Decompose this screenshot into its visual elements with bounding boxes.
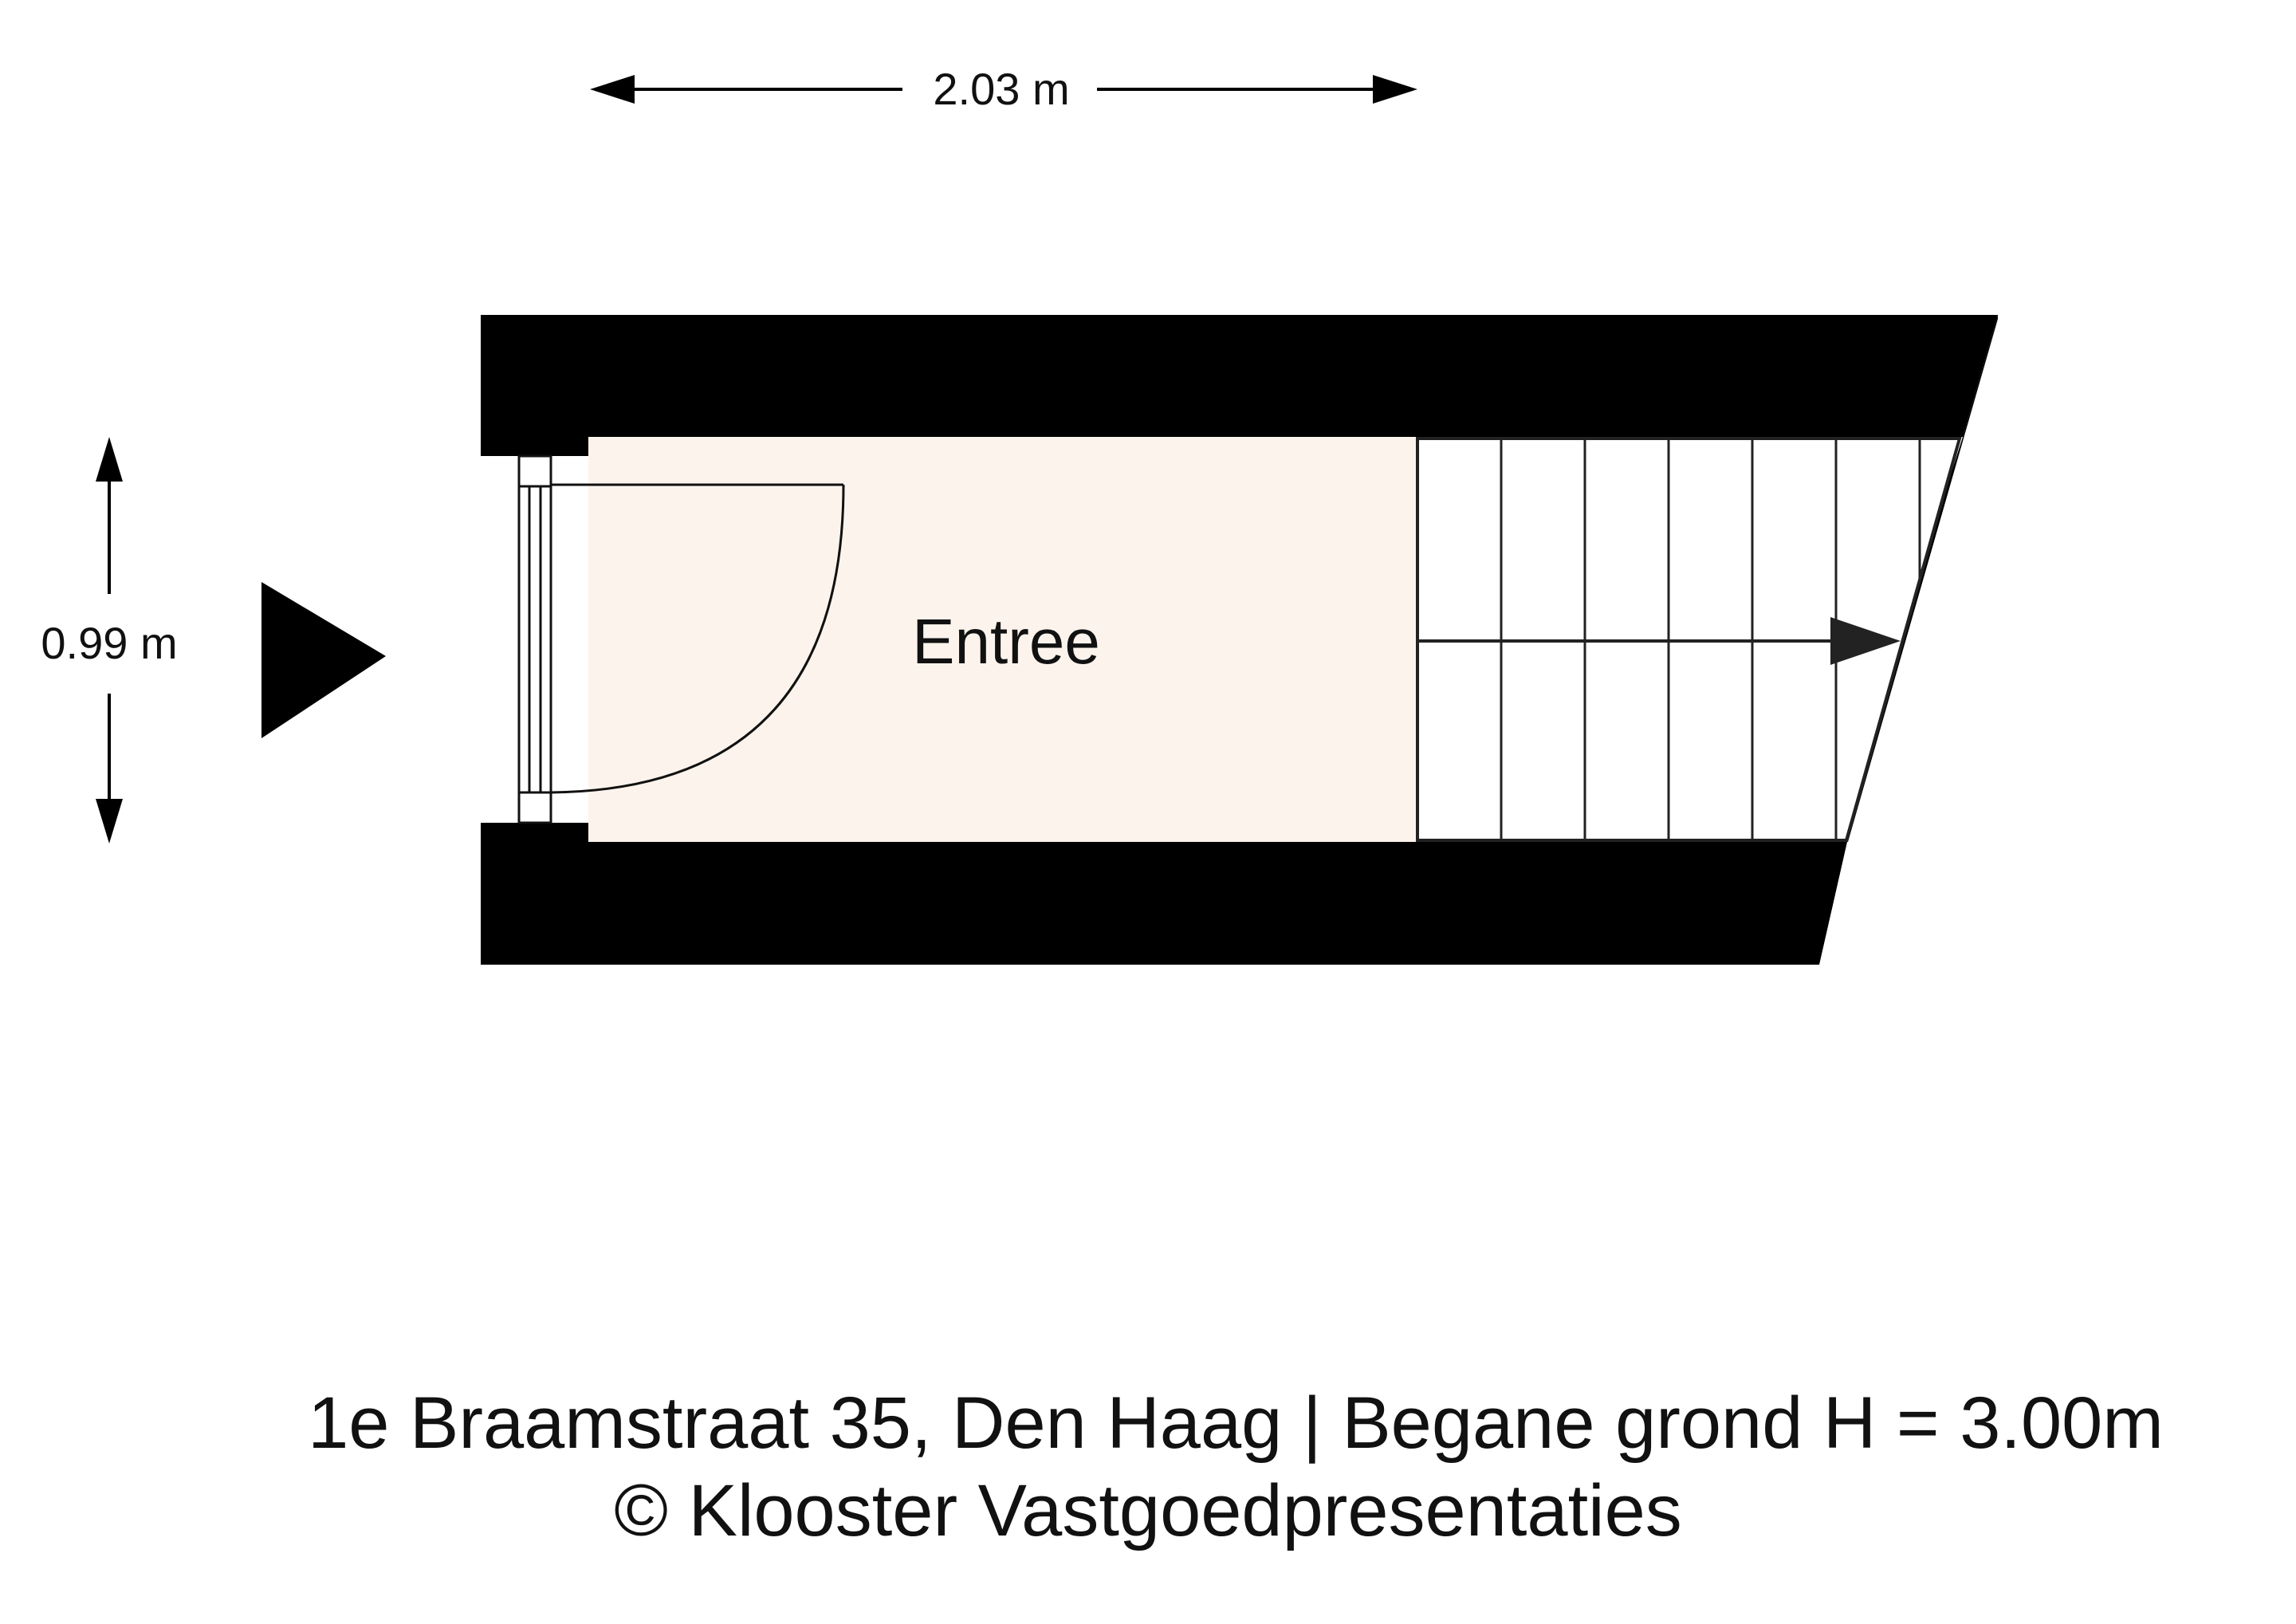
depth-dimension: 0.99 m	[41, 437, 178, 843]
width-arrow-right-icon	[1373, 75, 1417, 104]
depth-dimension-label: 0.99 m	[41, 618, 177, 668]
depth-arrow-down-icon	[96, 799, 123, 843]
wall-bottom	[481, 823, 1847, 965]
entrance-arrow-icon	[261, 582, 386, 738]
door-threshold	[517, 485, 552, 794]
caption-copyright: © Klooster Vastgoedpresentaties	[614, 1470, 1682, 1551]
stairs	[1416, 437, 1962, 842]
walls	[481, 315, 1998, 965]
entree-floor	[588, 437, 1417, 842]
width-dimension: 2.03 m	[590, 64, 1417, 114]
door-frame-bottom	[517, 791, 552, 824]
caption-address: 1e Braamstraat 35, Den Haag | Begane gro…	[308, 1382, 2164, 1464]
room-label-entree: Entree	[912, 606, 1100, 677]
stair-direction-arrow-icon	[1830, 617, 1901, 665]
width-arrow-left-icon	[590, 75, 635, 104]
wall-top	[481, 315, 1998, 456]
door-swing-arc	[550, 484, 845, 794]
front-door	[517, 454, 845, 824]
door-frame-top	[517, 454, 552, 488]
depth-arrow-up-icon	[96, 437, 123, 482]
width-dimension-label: 2.03 m	[933, 64, 1069, 114]
